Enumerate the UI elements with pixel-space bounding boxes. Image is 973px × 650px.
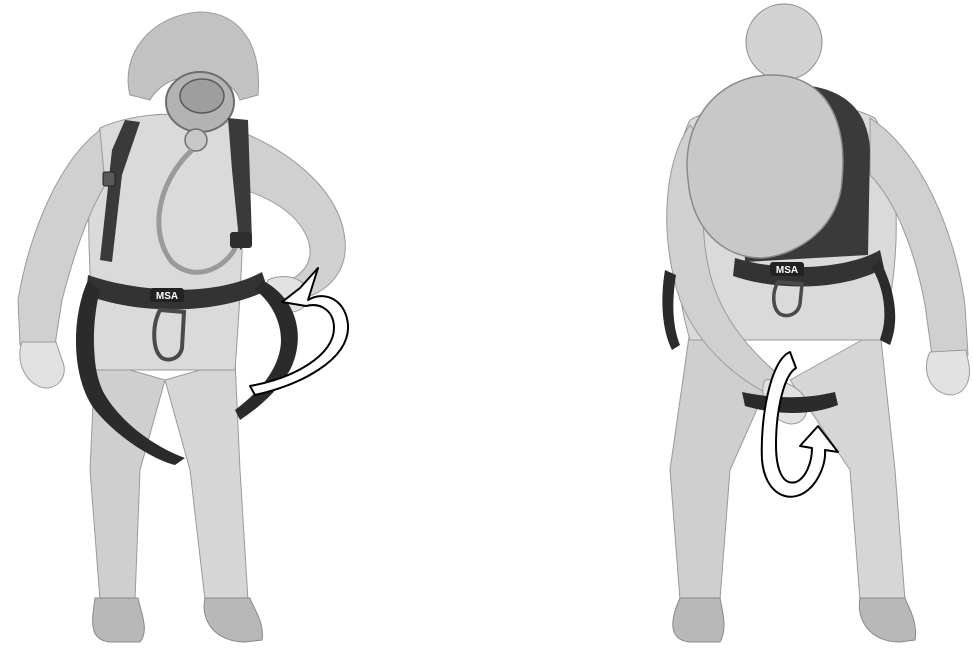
back-helmet bbox=[687, 75, 843, 258]
front-mask-valve bbox=[185, 129, 207, 151]
figure-front-view: MSA bbox=[18, 12, 348, 642]
back-left-boot bbox=[673, 598, 724, 642]
front-hose-clip bbox=[230, 232, 252, 248]
front-right-leg bbox=[165, 360, 248, 600]
back-right-leg bbox=[790, 330, 905, 600]
front-left-hand bbox=[20, 342, 64, 388]
front-strap-buckle bbox=[103, 172, 115, 186]
back-right-hand bbox=[926, 350, 969, 395]
back-cylinder-top bbox=[746, 4, 822, 80]
back-belt-brand-label: MSA bbox=[776, 265, 798, 276]
back-right-boot bbox=[859, 598, 915, 642]
figure-back-view: MSA bbox=[662, 4, 969, 642]
front-belt-brand-label: MSA bbox=[156, 291, 178, 302]
front-mask-visor bbox=[180, 79, 224, 113]
front-right-boot bbox=[204, 598, 262, 642]
front-left-boot bbox=[93, 598, 145, 642]
